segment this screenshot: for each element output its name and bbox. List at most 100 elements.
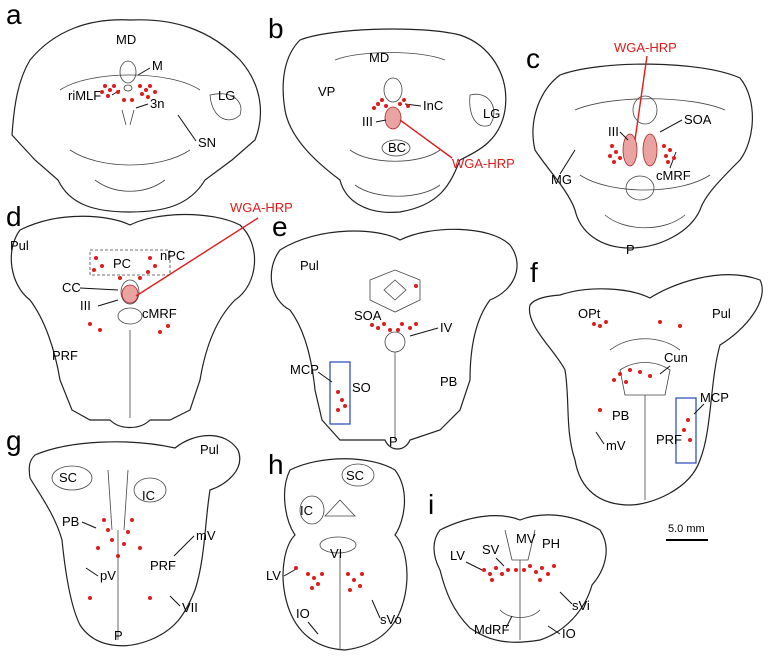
injection-site-b	[384, 106, 402, 130]
label-m-a: M	[152, 58, 163, 73]
label-io-h: IO	[296, 606, 310, 621]
label-iv-e: IV	[440, 320, 453, 335]
panel-i: i MV SV PH LV sVi MdRF IO	[428, 489, 607, 643]
panel-letter-i: i	[428, 489, 434, 520]
label-dots-g	[88, 518, 152, 600]
label-md-a: MD	[116, 32, 136, 47]
panel-c: c WGA-HRP SOA III MG cMRF P	[526, 40, 753, 257]
section-outline-a	[11, 19, 261, 213]
label-wga-hrp-b: WGA-HRP	[452, 156, 515, 171]
section-outline-c	[532, 63, 753, 249]
label-3n-a: 3n	[150, 96, 164, 111]
label-p-c: P	[626, 242, 635, 257]
label-prf-d: PRF	[52, 348, 78, 363]
label-md-b: MD	[369, 50, 389, 65]
label-vii-g: VII	[182, 600, 198, 615]
panel-letter-g: g	[6, 425, 22, 456]
label-rimlf-a: riMLF	[68, 88, 101, 103]
label-npc-d: nPC	[160, 248, 185, 263]
panel-f: f OPt Pul Cun MCP PB mV PRF	[528, 257, 763, 506]
section-outline-h	[282, 458, 408, 651]
panel-letter-a: a	[6, 0, 22, 30]
label-so-e: SO	[352, 380, 371, 395]
label-cmrf-c: cMRF	[656, 168, 691, 183]
section-outline-f	[528, 274, 763, 506]
scale-bar: 5.0 mm	[666, 523, 708, 541]
label-mv-i: MV	[516, 531, 536, 546]
label-ic-g: IC	[142, 488, 155, 503]
label-pul-e: Pul	[300, 258, 319, 273]
panel-letter-h: h	[268, 449, 284, 480]
label-cmrf-d: cMRF	[142, 306, 177, 321]
scale-bar-label: 5.0 mm	[668, 523, 705, 535]
label-mdrf-i: MdRF	[474, 622, 509, 637]
panel-d: d WGA-HRP Pul PC nPC CC III cMRF PRF	[6, 200, 293, 429]
injection-site-d	[121, 284, 139, 304]
label-pul-f: Pul	[712, 306, 731, 321]
label-ph-i: PH	[542, 536, 560, 551]
label-dots-h	[294, 566, 364, 592]
label-pb-g: PB	[62, 514, 79, 529]
label-lg-b: LG	[483, 106, 500, 121]
label-io-i: IO	[562, 626, 576, 641]
panel-letter-d: d	[6, 201, 22, 232]
label-dots-c	[608, 144, 676, 164]
label-mcp-e: MCP	[290, 362, 319, 377]
label-pc-d: PC	[113, 256, 131, 271]
label-lv-i: LV	[450, 548, 465, 563]
label-dots-d	[88, 256, 170, 334]
label-iii-d: III	[80, 298, 91, 313]
panel-letter-b: b	[268, 13, 284, 44]
panel-a: a MD M riMLF 3n LG SN	[6, 0, 261, 213]
panel-b: b MD VP InC III LG BC WGA-HRP	[268, 13, 515, 213]
label-pb-f: PB	[612, 408, 629, 423]
label-sn-a: SN	[198, 135, 216, 150]
panel-h: h SC IC VI LV IO sVo	[266, 449, 408, 651]
label-pul-d: Pul	[10, 238, 29, 253]
label-p-g: P	[114, 628, 123, 643]
label-pb-e: PB	[440, 374, 457, 389]
label-mv-g: mV	[196, 528, 216, 543]
section-outline-g	[28, 435, 241, 647]
label-mv-f: mV	[606, 438, 626, 453]
label-cc-d: CC	[62, 280, 81, 295]
label-p-e: P	[389, 434, 398, 449]
section-outline-e	[270, 228, 518, 450]
label-cun-f: Cun	[664, 350, 688, 365]
label-dots-i	[482, 564, 556, 582]
label-vi-h: VI	[330, 546, 342, 561]
label-pv-g: pV	[100, 568, 116, 583]
section-outline-b	[282, 28, 507, 213]
label-bc-b: BC	[388, 140, 406, 155]
section-outline-d	[10, 213, 255, 429]
label-vp-b: VP	[318, 84, 335, 99]
label-lv-h: LV	[266, 568, 281, 583]
label-dots-a	[100, 84, 157, 102]
label-ic-h: IC	[300, 503, 313, 518]
section-outline-i	[433, 514, 607, 643]
injection-site-c	[622, 133, 658, 167]
label-iii-c: III	[608, 124, 619, 139]
label-mcp-f: MCP	[700, 390, 729, 405]
label-wga-hrp-d: WGA-HRP	[230, 200, 293, 215]
label-prf-f: PRF	[656, 432, 682, 447]
label-soa-c: SOA	[684, 112, 712, 127]
label-pul-g: Pul	[200, 442, 219, 457]
label-inc-b: InC	[423, 98, 443, 113]
label-sc-h: SC	[346, 468, 364, 483]
blue-box-f	[675, 397, 697, 464]
label-dots-b	[372, 98, 410, 110]
label-sv-i: SV	[482, 542, 500, 557]
label-dots-e	[336, 284, 418, 412]
panel-letter-e: e	[272, 211, 288, 242]
label-wga-hrp-c: WGA-HRP	[614, 40, 677, 55]
label-sc-g: SC	[59, 470, 77, 485]
label-mg-c: MG	[551, 172, 572, 187]
label-svo-h: sVo	[380, 612, 402, 627]
panel-letter-c: c	[526, 43, 540, 74]
panel-g: g Pul SC IC PB mV PRF pV VII P	[6, 425, 241, 647]
panel-e: e Pul SOA IV MCP SO PB P	[270, 211, 518, 450]
label-svi-i: sVi	[572, 598, 590, 613]
label-opt-f: OPt	[578, 306, 601, 321]
